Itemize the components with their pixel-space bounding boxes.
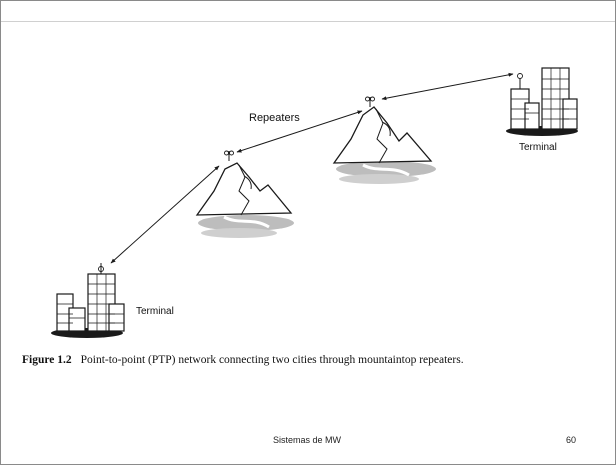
figure-caption: Figure 1.2 Point-to-point (PTP) network c… xyxy=(22,354,464,366)
repeater-mountain-2 xyxy=(332,96,436,184)
terminal-label-right: Terminal xyxy=(519,142,557,153)
repeater-mountain-1 xyxy=(195,150,294,238)
repeaters-label: Repeaters xyxy=(249,112,300,124)
antenna-icon xyxy=(98,263,104,274)
terminal-building-right xyxy=(506,67,578,136)
link-repeater-1-to-repeater-2 xyxy=(236,110,363,153)
antenna-icon xyxy=(224,150,234,161)
link-repeater-2-to-right-terminal xyxy=(381,72,514,101)
antenna-icon xyxy=(365,96,375,107)
terminal-label-left: Terminal xyxy=(136,306,174,317)
footer-title: Sistemas de MW xyxy=(273,435,342,445)
top-rule xyxy=(1,21,615,22)
figure-number: Figure 1.2 xyxy=(22,354,72,366)
figure-caption-text: Point-to-point (PTP) network connecting … xyxy=(80,354,464,366)
link-left-terminal-to-repeater-1 xyxy=(110,165,220,264)
antenna-icon xyxy=(517,73,523,89)
terminal-building-left xyxy=(51,263,125,338)
network-diagram: Repeaters Terminal Terminal xyxy=(51,67,578,338)
page-number: 60 xyxy=(566,435,577,445)
